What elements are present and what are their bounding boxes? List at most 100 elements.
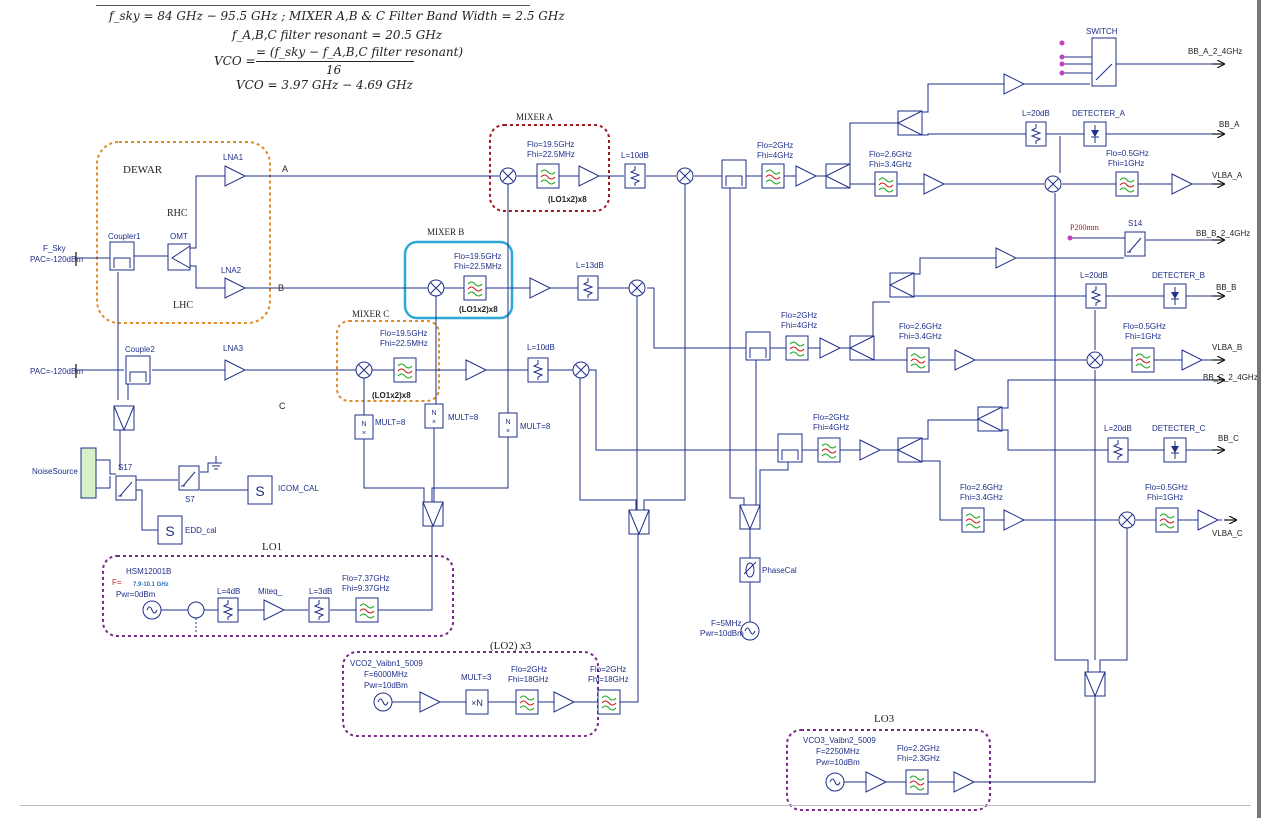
filter-a-2-4ghz — [761, 163, 785, 189]
pwr10c-label: Pwr=10dBm — [700, 629, 744, 638]
att-b-20db — [1085, 283, 1107, 309]
b-flo05: Flo=0.5GHz — [1123, 322, 1166, 331]
s17-label: S17 — [118, 463, 133, 472]
filter-c-2-4ghz — [817, 437, 841, 463]
s14-label: S14 — [1128, 219, 1143, 228]
fhi937-label: Fhi=9.37GHz — [342, 584, 389, 593]
equation-line-3-den: 16 — [326, 63, 342, 77]
lo3-amp2 — [953, 771, 975, 793]
out-vlba-b: VLBA_B — [1212, 343, 1242, 352]
c-fhi4: Fhi=4GHz — [813, 423, 849, 432]
mixer-b-label: MIXER B — [427, 227, 464, 237]
out-vlba-c: VLBA_C — [1212, 529, 1243, 538]
filter-c-05-1 — [1155, 507, 1179, 533]
out-bb-c-24: BB_C_2_4GHz — [1203, 373, 1258, 382]
omt-label: OMT — [170, 232, 188, 241]
coupler1-block — [109, 241, 135, 271]
f-range-label: 7.9-10.1 GHz — [133, 582, 169, 588]
mixer-c-label: MIXER C — [352, 309, 389, 319]
mixer-c-flo: Flo=19.5GHz — [380, 329, 427, 338]
amp-a-if — [795, 165, 817, 187]
lo2-filter2 — [597, 689, 621, 715]
phasecal-label: PhaseCal — [762, 566, 797, 575]
ground-symbol — [210, 456, 222, 470]
equation-line-1: f_sky = 84 GHz − 95.5 GHz ; MIXER A,B & … — [109, 9, 565, 23]
noise-source-block — [80, 447, 97, 499]
miteq-label: Miteq_ — [258, 587, 283, 596]
detector-b — [1163, 283, 1187, 309]
mixer-a-flo: Flo=19.5GHz — [527, 140, 574, 149]
out-bb-c: BB_C — [1218, 434, 1239, 443]
switch-label: SWITCH — [1086, 27, 1118, 36]
lo3-splitter — [1084, 671, 1106, 697]
mixer-a2 — [676, 167, 694, 185]
line-b-label: B — [278, 283, 284, 293]
amp-c-vlba — [1003, 509, 1025, 531]
c-flo2: Flo=2GHz — [813, 413, 849, 422]
splitter-a — [825, 163, 851, 189]
mixer-c3 — [1118, 511, 1136, 529]
coupler-b — [745, 331, 771, 361]
splitter-a2 — [897, 110, 923, 136]
lo2-label: (LO2) x3 — [490, 640, 532, 652]
lna2-label: LNA2 — [221, 266, 242, 275]
lo1-splitter — [422, 501, 444, 527]
det-c-label: DETECTER_C — [1152, 424, 1206, 433]
splitter-c2 — [977, 406, 1003, 432]
coupler-a — [721, 159, 747, 189]
lo1x2x8-a: (LO1x2)x8 — [548, 195, 587, 204]
pwr10a-label: Pwr=10dBm — [364, 681, 408, 690]
lo1-label: LO1 — [262, 541, 282, 553]
b-flo2: Flo=2GHz — [781, 311, 817, 320]
mixer-a-filter — [536, 163, 560, 189]
lo2-amp1 — [419, 691, 441, 713]
detector-a — [1083, 121, 1107, 147]
lo2-flo-b: Flo=2GHz — [590, 665, 626, 674]
lna3-amp — [224, 359, 246, 381]
p200-label: P200mm — [1070, 223, 1100, 232]
l3db-label: L=3dB — [309, 587, 332, 596]
a-l20: L=20dB — [1022, 109, 1050, 118]
amp-b-vlba — [954, 349, 976, 371]
amp-b-if — [819, 337, 841, 359]
line-c-label: C — [279, 401, 286, 411]
mult8-a — [498, 412, 518, 438]
noise-source-label: NoiseSource — [32, 467, 78, 476]
equation-rule — [96, 5, 530, 6]
coupler2-label: Couple2 — [125, 345, 155, 354]
coupler2-block — [125, 355, 151, 385]
equation-line-3-lhs: VCO = — [214, 54, 256, 68]
equation-line-4: VCO = 3.97 GHz − 4.69 GHz — [236, 78, 413, 92]
noise-splitter — [113, 405, 135, 431]
lo2-splitter — [628, 509, 650, 535]
fraction-bar — [256, 61, 414, 62]
amp-a-out — [1171, 173, 1193, 195]
b-flo26: Flo=2.6GHz — [899, 322, 942, 331]
out-bb-a: BB_A — [1219, 120, 1240, 129]
lo2-flo-a: Flo=2GHz — [511, 665, 547, 674]
att-c-label: L=10dB — [527, 343, 555, 352]
svg-text:S: S — [165, 523, 174, 539]
omt-block — [167, 243, 191, 271]
lo3-label: LO3 — [874, 713, 895, 725]
amp-a-vlba — [923, 173, 945, 195]
mixer-c — [355, 361, 373, 379]
pwr0-label: Pwr=0dBm — [116, 590, 156, 599]
b-fhi4: Fhi=4GHz — [781, 321, 817, 330]
mult8-b — [424, 403, 444, 429]
lo1-outline — [102, 555, 454, 637]
phasecal-block — [739, 557, 761, 583]
lo2-amp2 — [553, 691, 575, 713]
mixer-a3 — [1044, 175, 1062, 193]
mixer-a — [499, 167, 517, 185]
mult3-block — [465, 689, 489, 715]
wiring — [76, 56, 1222, 783]
splitter-b — [849, 335, 875, 361]
mixer-c2 — [572, 361, 590, 379]
svg-text:×N: ×N — [471, 698, 483, 708]
filter-c-26-34 — [961, 507, 985, 533]
mixer-b2 — [628, 279, 646, 297]
mixer-c-outline — [336, 320, 440, 402]
vco3-source — [825, 772, 845, 792]
